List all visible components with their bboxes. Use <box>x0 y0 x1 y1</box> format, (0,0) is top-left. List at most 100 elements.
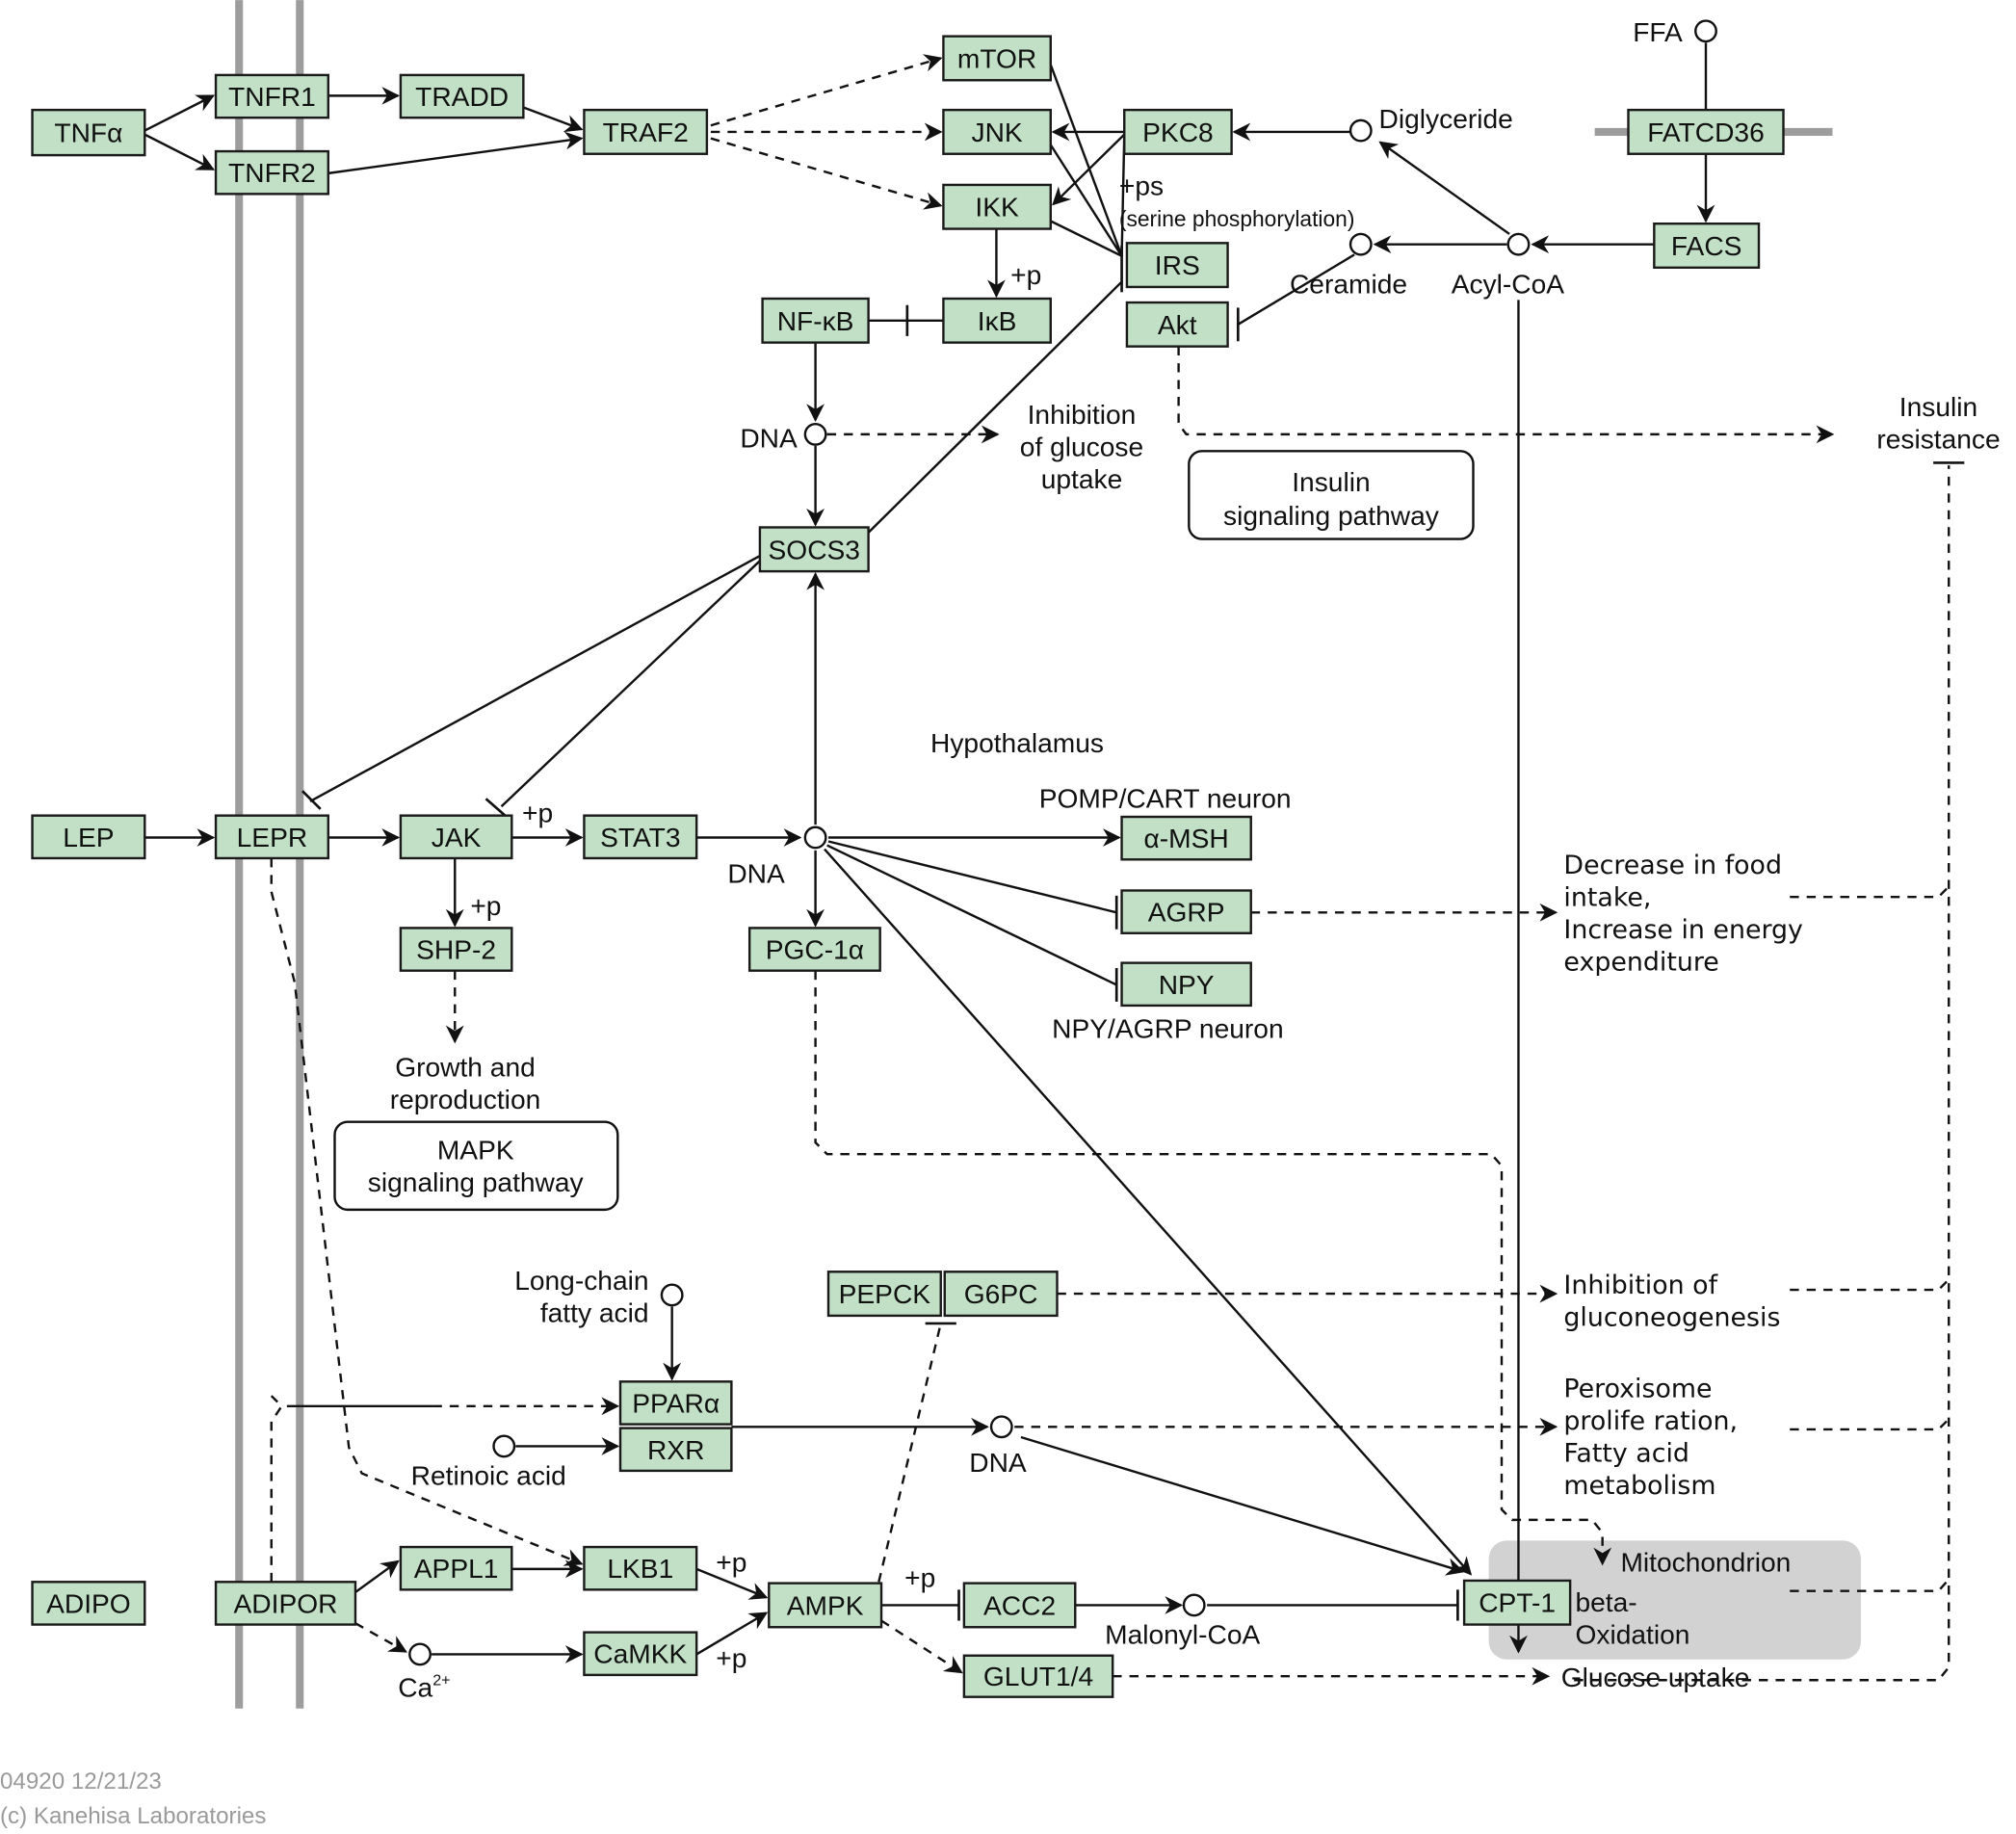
edge-acylcoa-diglyceride <box>1378 141 1510 235</box>
gene-nodes: TNFα TNFR1 TNFR2 TRADD TRAF2 mTOR JNK IK… <box>31 35 1785 1698</box>
gene-tnfa[interactable]: TNFα <box>31 108 146 157</box>
copyright: (c) Kanehisa Laboratories <box>0 1803 266 1829</box>
svg-text:PKC8: PKC8 <box>1142 117 1214 147</box>
jak-inhibition-bar <box>484 798 508 819</box>
gene-ikb[interactable]: IκB <box>942 297 1052 344</box>
svg-text:FACS: FACS <box>1671 230 1742 261</box>
gene-akt[interactable]: Akt <box>1125 301 1229 348</box>
gene-facs[interactable]: FACS <box>1653 222 1761 270</box>
label-npy-agrp: NPY/AGRP neuron <box>1052 1012 1284 1043</box>
label-long-chain-1: Long-chain <box>514 1265 648 1296</box>
compound-ceramide[interactable] <box>1348 232 1373 256</box>
gene-tradd[interactable]: TRADD <box>399 73 525 119</box>
compound-retinoic-acid[interactable] <box>492 1434 516 1458</box>
edge-tradd-traf2 <box>522 106 584 133</box>
svg-text:RXR: RXR <box>647 1434 704 1465</box>
compound-diglyceride[interactable] <box>1348 118 1373 143</box>
mapk-link-line1: MAPK <box>437 1135 514 1166</box>
svg-text:NF-κB: NF-κB <box>777 305 854 336</box>
label-diglyceride: Diglyceride <box>1379 103 1513 134</box>
mapk-signaling-pathway-link[interactable]: MAPK signaling pathway <box>333 1120 619 1212</box>
label-ca: Ca2+ <box>398 1672 450 1703</box>
edge-food-merge <box>1790 885 1951 899</box>
gene-jak[interactable]: JAK <box>399 814 513 860</box>
gene-adipo[interactable]: ADIPO <box>31 1581 146 1626</box>
edge-pkc8-ikk <box>1052 133 1126 206</box>
gene-ikk[interactable]: IKK <box>942 183 1052 230</box>
svg-text:ADIPOR: ADIPOR <box>234 1587 338 1618</box>
gene-irs[interactable]: IRS <box>1125 242 1229 289</box>
gene-adipor[interactable]: ADIPOR <box>214 1581 357 1626</box>
gene-npy[interactable]: NPY <box>1120 961 1252 1008</box>
compound-dna-nfkb[interactable] <box>803 422 827 446</box>
svg-text:Akt: Akt <box>1158 309 1197 340</box>
gene-rxr[interactable]: RXR <box>618 1427 733 1473</box>
gene-amsh[interactable]: α-MSH <box>1120 815 1252 861</box>
label-perox-1: Peroxisome <box>1563 1374 1712 1403</box>
gene-cpt1[interactable]: CPT-1 <box>1462 1579 1572 1626</box>
label-mitochondrion: Mitochondrion <box>1620 1547 1791 1578</box>
gene-fatcd36[interactable]: FATCD36 <box>1627 108 1785 155</box>
compound-long-chain-fatty-acid[interactable] <box>660 1283 684 1307</box>
edge-ikk-irs <box>1050 220 1123 257</box>
label-gluconeo-2: gluconeogenesis <box>1563 1303 1780 1333</box>
svg-text:PEPCK: PEPCK <box>839 1278 931 1309</box>
label-pomp-cart: POMP/CART neuron <box>1039 783 1292 814</box>
label-acylcoa: Acyl-CoA <box>1452 269 1565 300</box>
edges <box>144 42 1965 1686</box>
gene-ppara[interactable]: PPARα <box>618 1380 733 1426</box>
gene-g6pc[interactable]: G6PC <box>943 1271 1059 1318</box>
compound-dna-stat3[interactable] <box>803 825 827 850</box>
label-insulin-resistance-2: resistance <box>1876 424 2000 455</box>
gene-lep[interactable]: LEP <box>31 814 146 860</box>
svg-text:IκB: IκB <box>978 305 1017 336</box>
gene-traf2[interactable]: TRAF2 <box>583 108 709 155</box>
label-ceramide: Ceramide <box>1290 269 1407 300</box>
gene-glut14[interactable]: GLUT1/4 <box>962 1654 1114 1698</box>
svg-text:IKK: IKK <box>975 192 1019 223</box>
gene-pepck[interactable]: PEPCK <box>826 1271 942 1318</box>
gene-jnk[interactable]: JNK <box>942 108 1052 155</box>
edge-ampk-glut <box>880 1619 963 1674</box>
compound-ffa[interactable] <box>1694 19 1717 43</box>
label-inhibition-glucose-2: of glucose <box>1020 432 1143 462</box>
label-p-lkb1: +p <box>716 1547 746 1578</box>
edge-mtor-irs <box>1049 64 1123 257</box>
compound-dna-ppar[interactable] <box>989 1415 1013 1439</box>
gene-lepr[interactable]: LEPR <box>214 814 329 860</box>
gene-lkb1[interactable]: LKB1 <box>583 1545 698 1591</box>
svg-text:CaMKK: CaMKK <box>593 1638 687 1669</box>
edge-socs3-irs <box>867 280 1123 534</box>
insulin-link-line2: signaling pathway <box>1223 500 1440 531</box>
gene-pgc1a[interactable]: PGC-1α <box>747 927 881 972</box>
gene-acc2[interactable]: ACC2 <box>962 1582 1077 1629</box>
edge-traf2-mtor <box>710 54 943 127</box>
gene-tnfr2[interactable]: TNFR2 <box>214 149 329 196</box>
gene-mtor[interactable]: mTOR <box>942 35 1052 82</box>
svg-text:PGC-1α: PGC-1α <box>766 934 864 965</box>
svg-text:ACC2: ACC2 <box>983 1589 1056 1620</box>
compound-ca[interactable] <box>408 1642 432 1666</box>
gene-ampk[interactable]: AMPK <box>768 1582 883 1629</box>
gene-stat3[interactable]: STAT3 <box>583 814 698 860</box>
compound-acylcoa[interactable] <box>1506 232 1531 256</box>
gene-camkk[interactable]: CaMKK <box>583 1631 698 1677</box>
label-gluconeo-1: Inhibition of <box>1563 1271 1717 1300</box>
gene-tnfr1[interactable]: TNFR1 <box>214 73 329 119</box>
edge-ampk-pepck <box>877 1323 942 1583</box>
label-ca-superscript: 2+ <box>432 1672 450 1690</box>
gene-socs3[interactable]: SOCS3 <box>758 526 870 573</box>
svg-text:NPY: NPY <box>1159 969 1215 1000</box>
svg-text:LEPR: LEPR <box>237 822 308 852</box>
svg-text:CPT-1: CPT-1 <box>1479 1587 1556 1618</box>
svg-text:LKB1: LKB1 <box>607 1553 673 1584</box>
svg-text:TRAF2: TRAF2 <box>603 117 689 147</box>
gene-shp2[interactable]: SHP-2 <box>399 927 513 972</box>
gene-pkc8[interactable]: PKC8 <box>1123 108 1233 155</box>
gene-appl1[interactable]: APPL1 <box>399 1545 513 1591</box>
gene-agrp[interactable]: AGRP <box>1120 889 1252 934</box>
gene-nfkb[interactable]: NF-κB <box>761 297 870 344</box>
edge-tnfa-tnfr2 <box>144 133 216 170</box>
insulin-signaling-pathway-link[interactable]: Insulin signaling pathway <box>1188 450 1475 540</box>
compound-malonyl-coa[interactable] <box>1182 1593 1206 1617</box>
